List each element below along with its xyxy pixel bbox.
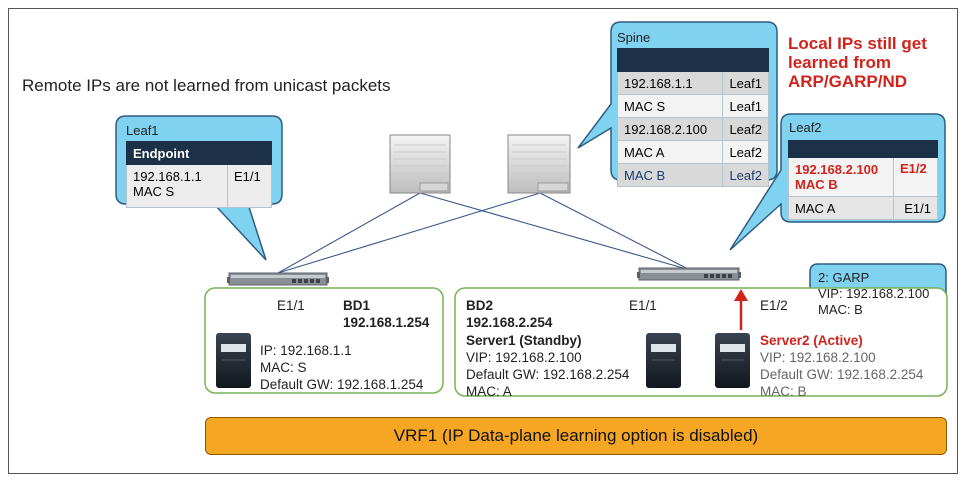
leaf2-switch	[637, 267, 741, 281]
server-s-info: IP: 192.168.1.1 MAC: S Default GW: 192.1…	[260, 342, 423, 393]
leaf2-ip: 192.168.2.100	[795, 162, 879, 177]
garp-text: 2: GARP VIP: 192.168.2.100 MAC: B	[818, 270, 929, 318]
local-ip-callout: Local IPs still get learned from ARP/GAR…	[788, 34, 927, 91]
spine-title: Spine	[617, 30, 651, 45]
bd2-group	[454, 287, 948, 397]
server-s-ip: IP: 192.168.1.1	[260, 343, 352, 358]
leaf2-port-e11: E1/1	[629, 298, 657, 313]
server-s	[216, 333, 251, 388]
spine-switch-2	[507, 134, 571, 194]
table-row: 192.168.2.100 MAC B E1/2	[788, 157, 938, 197]
fabric-links	[277, 192, 691, 274]
leaf1-switch	[227, 272, 329, 286]
server1	[646, 333, 681, 388]
server2-gw: Default GW: 192.168.2.254	[760, 367, 924, 382]
leaf2-mac: MAC B	[795, 177, 838, 192]
spine-switch-1	[389, 134, 451, 194]
server2-info: Server2 (Active) VIP: 192.168.2.100 Defa…	[760, 332, 923, 400]
callout-line: Local IPs still get	[788, 34, 927, 53]
leaf1-endpoint-header: Endpoint	[126, 141, 228, 165]
vrf-label: VRF1 (IP Data-plane learning option is d…	[393, 426, 759, 445]
server-s-gw: Default GW: 192.168.1.254	[260, 377, 424, 392]
bd1-gateway: 192.168.1.254	[343, 315, 430, 330]
leaf1-table: Endpoint 192.168.1.1 MAC S E1/1	[126, 141, 272, 208]
server-s-mac: MAC: S	[260, 360, 307, 375]
table-row: MAC A E1/1	[788, 196, 938, 220]
bd2-gateway: 192.168.2.254	[466, 315, 553, 330]
bd2-label: BD2	[466, 298, 494, 313]
server1-info: Server1 (Standby) VIP: 192.168.2.100 Def…	[466, 332, 629, 400]
leaf1-ip: 192.168.1.1	[133, 169, 202, 184]
leaf1-title: Leaf1	[126, 123, 159, 138]
leaf1-mac: MAC S	[133, 184, 175, 199]
server1-vip: VIP: 192.168.2.100	[466, 350, 582, 365]
callout-line: learned from	[788, 53, 891, 72]
server1-name: Server1 (Standby)	[466, 333, 582, 348]
leaf2-title: Leaf2	[789, 120, 822, 135]
bd1-group	[204, 287, 444, 394]
bd1-label: BD1	[343, 298, 371, 313]
leaf2-port-e12: E1/2	[760, 298, 788, 313]
server2-name: Server2 (Active)	[760, 333, 863, 348]
garp-vip: VIP: 192.168.2.100	[818, 286, 930, 301]
vrf-banner: VRF1 (IP Data-plane learning option is d…	[205, 417, 947, 455]
server2	[715, 333, 750, 388]
leaf1-port-label: E1/1	[277, 298, 305, 313]
server1-gw: Default GW: 192.168.2.254	[466, 367, 630, 382]
caption-remote-ips: Remote IPs are not learned from unicast …	[22, 76, 391, 95]
garp-mac: MAC: B	[818, 302, 863, 317]
server1-mac: MAC: A	[466, 384, 512, 399]
leaf2-table: 192.168.2.100 MAC B E1/2 MAC A E1/1	[788, 140, 938, 220]
garp-arrow	[734, 289, 748, 330]
server2-mac: MAC: B	[760, 384, 807, 399]
callout-line: ARP/GARP/ND	[788, 72, 908, 91]
garp-step: 2: GARP	[818, 270, 870, 285]
table-row: 192.168.1.1 MAC S E1/1	[126, 164, 272, 208]
server2-vip: VIP: 192.168.2.100	[760, 350, 876, 365]
